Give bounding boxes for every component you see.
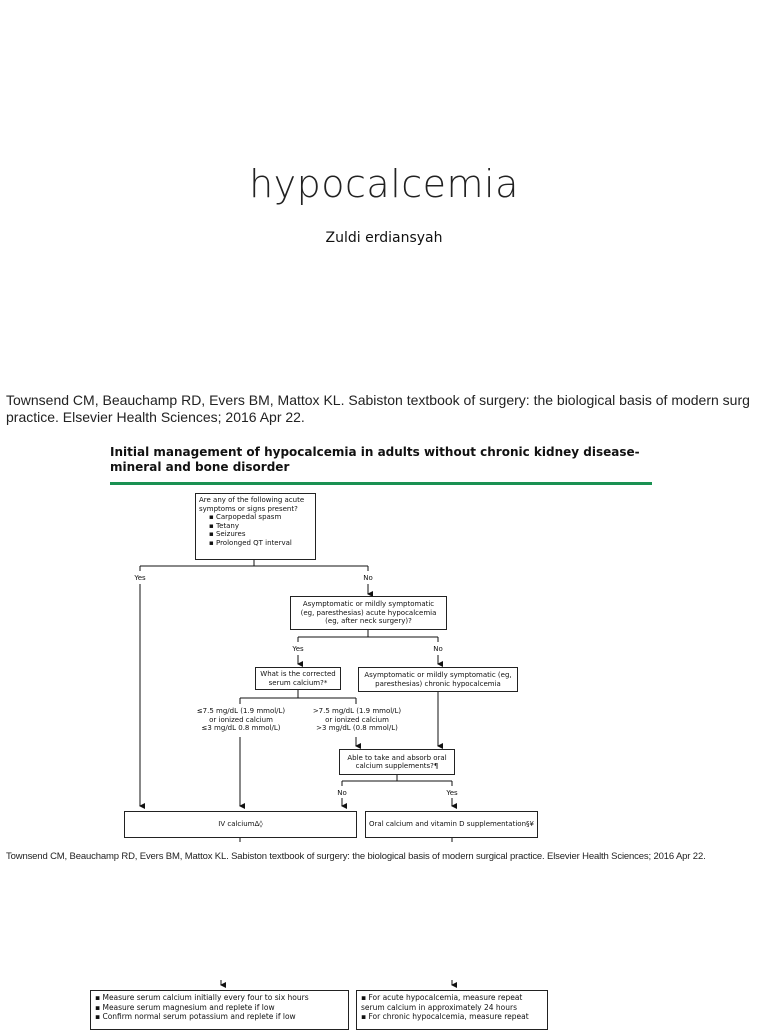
corrected-calcium-question-text: What is the corrected serum calcium?* <box>260 670 336 687</box>
slide-subtitle: Zuldi erdiansyah <box>325 230 443 246</box>
monitoring-item: For chronic hypocalcemia, measure repeat <box>361 1012 543 1022</box>
chronic-hypocalcemia-box: Asymptomatic or mildly symptomatic (eg, … <box>358 667 518 692</box>
oral-supplements-question-box: Able to take and absorb oral calcium sup… <box>339 749 455 775</box>
symptom-item: Carpopedal spasm <box>209 513 312 522</box>
figure-title-rule <box>110 482 652 485</box>
branch-label-yes: Yes <box>134 574 146 582</box>
monitoring-box-left: Measure serum calcium initially every fo… <box>90 990 349 1030</box>
branch-label-no: No <box>337 789 347 797</box>
slide-title: hypocalcemia <box>249 162 519 206</box>
symptoms-question-box: Are any of the following acute symptoms … <box>195 493 316 560</box>
calcium-range-low: ≤7.5 mg/dL (1.9 mmol/L) or ionized calci… <box>196 707 286 732</box>
branch-label-yes: Yes <box>292 645 304 653</box>
figure-title: Initial management of hypocalcemia in ad… <box>110 445 640 474</box>
symptom-item: Prolonged QT interval <box>209 539 312 548</box>
oral-supplements-question-text: Able to take and absorb oral calcium sup… <box>347 753 447 771</box>
acute-hypocalcemia-question-box: Asymptomatic or mildly symptomatic (eg, … <box>290 596 447 630</box>
monitoring-box-right: For acute hypocalcemia, measure repeat s… <box>356 990 548 1030</box>
branch-label-no: No <box>433 645 443 653</box>
symptoms-question-text: Are any of the following acute symptoms … <box>199 496 305 513</box>
monitoring-item: Measure serum calcium initially every fo… <box>95 993 344 1003</box>
monitoring-item: Measure serum magnesium and replete if l… <box>95 1003 344 1013</box>
oral-calcium-text: Oral calcium and vitamin D supplementati… <box>369 820 534 829</box>
branch-label-no: No <box>363 574 373 582</box>
calcium-range-high: >7.5 mg/dL (1.9 mmol/L) or ionized calci… <box>312 707 402 732</box>
monitoring-item: For acute hypocalcemia, measure repeat s… <box>361 993 543 1012</box>
symptom-item: Seizures <box>209 530 312 539</box>
acute-hypocalcemia-question-text: Asymptomatic or mildly symptomatic (eg, … <box>300 600 437 626</box>
chronic-hypocalcemia-text: Asymptomatic or mildly symptomatic (eg, … <box>364 671 512 688</box>
branch-label-yes: Yes <box>446 789 458 797</box>
oral-calcium-box: Oral calcium and vitamin D supplementati… <box>365 811 538 838</box>
monitoring-item: Confirm normal serum potassium and reple… <box>95 1012 344 1022</box>
iv-calcium-text: IV calciumΔ◊ <box>218 820 263 829</box>
figure-citation: Townsend CM, Beauchamp RD, Evers BM, Mat… <box>6 851 706 862</box>
iv-calcium-box: IV calciumΔ◊ <box>124 811 357 838</box>
symptom-item: Tetany <box>209 522 312 531</box>
citation-text: Townsend CM, Beauchamp RD, Evers BM, Mat… <box>6 392 750 425</box>
corrected-calcium-question-box: What is the corrected serum calcium?* <box>255 667 341 690</box>
